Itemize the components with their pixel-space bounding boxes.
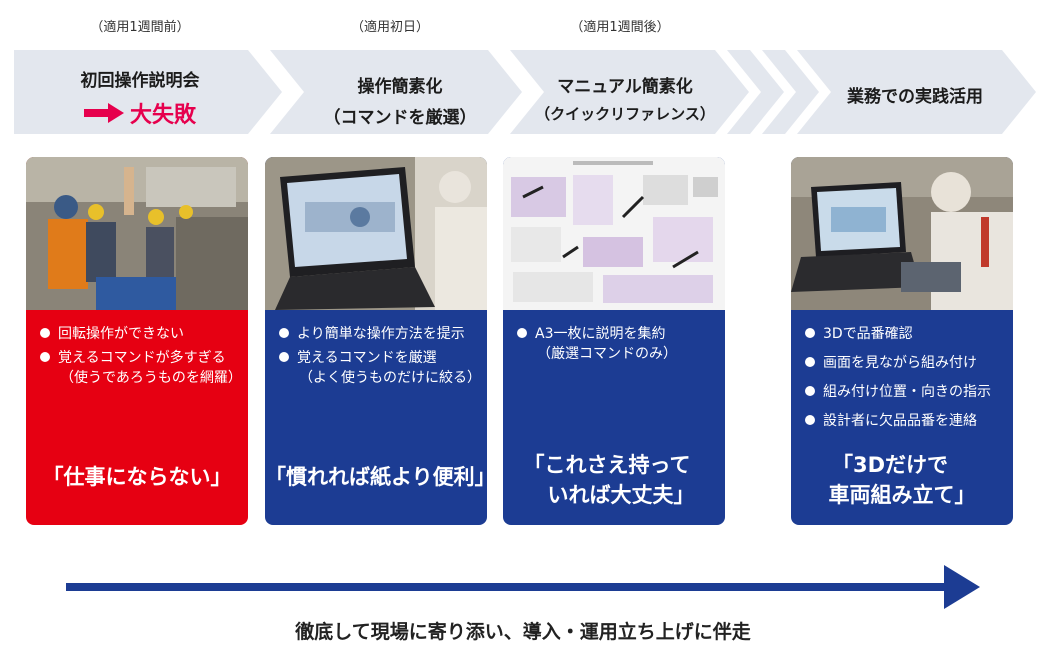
stage-3: マニュアル簡素化 （クイックリファレンス） [530,72,720,124]
card-4-bullet-2: 画面を見ながら組み付け [805,353,1007,373]
card-1-body: 回転操作ができない 覚えるコマンドが多すぎる （使うであろうものを網羅） 「仕事に… [26,310,248,525]
footer-message: 徹底して現場に寄り添い、導入・運用立ち上げに伴走 [295,621,751,643]
card-3-bullet-1-text: A3一枚に説明を集約 [535,326,666,342]
card-1-note: （使うであろうものを網羅） [60,370,242,386]
photo-training-session [26,157,248,310]
card-2-note: （よく使うものだけに絞る） [299,370,481,386]
bullet-dot [40,352,50,362]
card-4-bullet-1: 3Dで品番確認 [805,324,1007,344]
stage-2: 操作簡素化 （コマンドを厳選） [300,72,500,128]
chevron-1 [14,50,282,134]
card-4-bullet-3: 組み付け位置・向きの指示 [805,382,1007,402]
card-1-quote: 「仕事にならない」 [42,465,232,489]
card-2-bullet-2-text: 覚えるコマンドを厳選 [297,350,437,366]
card-1-bullet-2: 覚えるコマンドが多すぎる （使うであろうものを網羅） [40,348,242,388]
card-3-bullet-1: A3一枚に説明を集約 （厳選コマンドのみ） [517,324,719,364]
card-2-bullet-2: 覚えるコマンドを厳選 （よく使うものだけに絞る） [279,348,481,388]
card-1-bullet-1: 回転操作ができない [40,324,242,344]
card-1-bullet-1-text: 回転操作ができない [58,326,184,342]
card-initial-session: 回転操作ができない 覚えるコマンドが多すぎる （使うであろうものを網羅） 「仕事に… [26,157,248,525]
chevron-2 [270,50,522,134]
stage-3-title: マニュアル簡素化 [557,77,693,97]
card-practical-use: 3Dで品番確認 画面を見ながら組み付け 組み付け位置・向きの指示 設計者に欠品品… [791,157,1013,525]
chevron-3 [510,50,749,134]
card-2-bullet-1: より簡単な操作方法を提示 [279,324,481,344]
progress-arrow-icon [66,565,980,609]
stage-1-result: 大失敗 [129,103,196,128]
card-2-body: より簡単な操作方法を提示 覚えるコマンドを厳選 （よく使うものだけに絞る） 「慣れ… [265,310,487,525]
stage-2-sub: （コマンドを厳選） [323,108,477,128]
card-3-quote: 「これさえ持って いれば大丈夫」 [503,450,725,510]
card-4-quote: 「3Dだけで 車両組み立て」 [791,450,1013,510]
card-quick-reference: A3一枚に説明を集約 （厳選コマンドのみ） 「これさえ持って いれば大丈夫」 [503,157,725,525]
photo-quick-reference-sheet [503,157,725,310]
chevron-4 [727,50,784,134]
bullet-dot [805,357,815,367]
phase-label-before: （適用1週間前） [90,20,190,35]
bullet-dot [40,328,50,338]
card-3-body: A3一枚に説明を集約 （厳選コマンドのみ） 「これさえ持って いれば大丈夫」 [503,310,725,525]
card-2-quote: 「慣れれば紙より便利」 [265,465,487,489]
card-simplified-operation: より簡単な操作方法を提示 覚えるコマンドを厳選 （よく使うものだけに絞る） 「慣れ… [265,157,487,525]
photo-laptop-operation [265,157,487,310]
card-4-quote-line-1: 「3Dだけで [831,453,949,477]
card-1-bullet-2-text: 覚えるコマンドが多すぎる [58,350,226,366]
stage-1-result-row: 大失敗 [30,97,250,129]
card-3-quote-line-1: 「これさえ持って [523,453,691,477]
stage-4: 業務での実践活用 [820,82,1010,107]
chevron-6 [797,50,1036,134]
card-3-note: （厳選コマンドのみ） [537,346,677,362]
stage-1: 初回操作説明会 大失敗 [30,66,250,129]
card-4-body: 3Dで品番確認 画面を見ながら組み付け 組み付け位置・向きの指示 設計者に欠品品… [791,310,1013,525]
stage-1-title: 初回操作説明会 [80,71,200,91]
chevron-5 [762,50,819,134]
card-4-quote-line-2: 車両組み立て」 [828,483,976,507]
bullet-dot [279,352,289,362]
bullet-dot [805,386,815,396]
photo-assembly-work [791,157,1013,310]
stage-3-sub: （クイックリファレンス） [535,105,715,123]
stage-4-title: 業務での実践活用 [847,87,983,107]
card-2-bullet-1-text: より簡単な操作方法を提示 [297,326,465,342]
card-4-bullet-4: 設計者に欠品品番を連絡 [805,411,1007,431]
bullet-dot [517,328,527,338]
stage-2-title: 操作簡素化 [357,77,443,97]
bullet-dot [279,328,289,338]
card-4-bullet-1-text: 3Dで品番確認 [823,326,913,342]
arrow-right-icon [83,103,124,123]
bullet-dot [805,415,815,425]
card-4-bullet-4-text: 設計者に欠品品番を連絡 [823,413,977,429]
phase-label-day: （適用初日） [350,20,429,35]
phase-label-after: （適用1週間後） [570,20,670,35]
bullet-dot [805,328,815,338]
card-4-bullet-3-text: 組み付け位置・向きの指示 [823,384,991,400]
process-chevrons [14,50,1036,134]
card-3-quote-line-2: いれば大丈夫」 [547,483,695,507]
card-4-bullet-2-text: 画面を見ながら組み付け [823,355,977,371]
